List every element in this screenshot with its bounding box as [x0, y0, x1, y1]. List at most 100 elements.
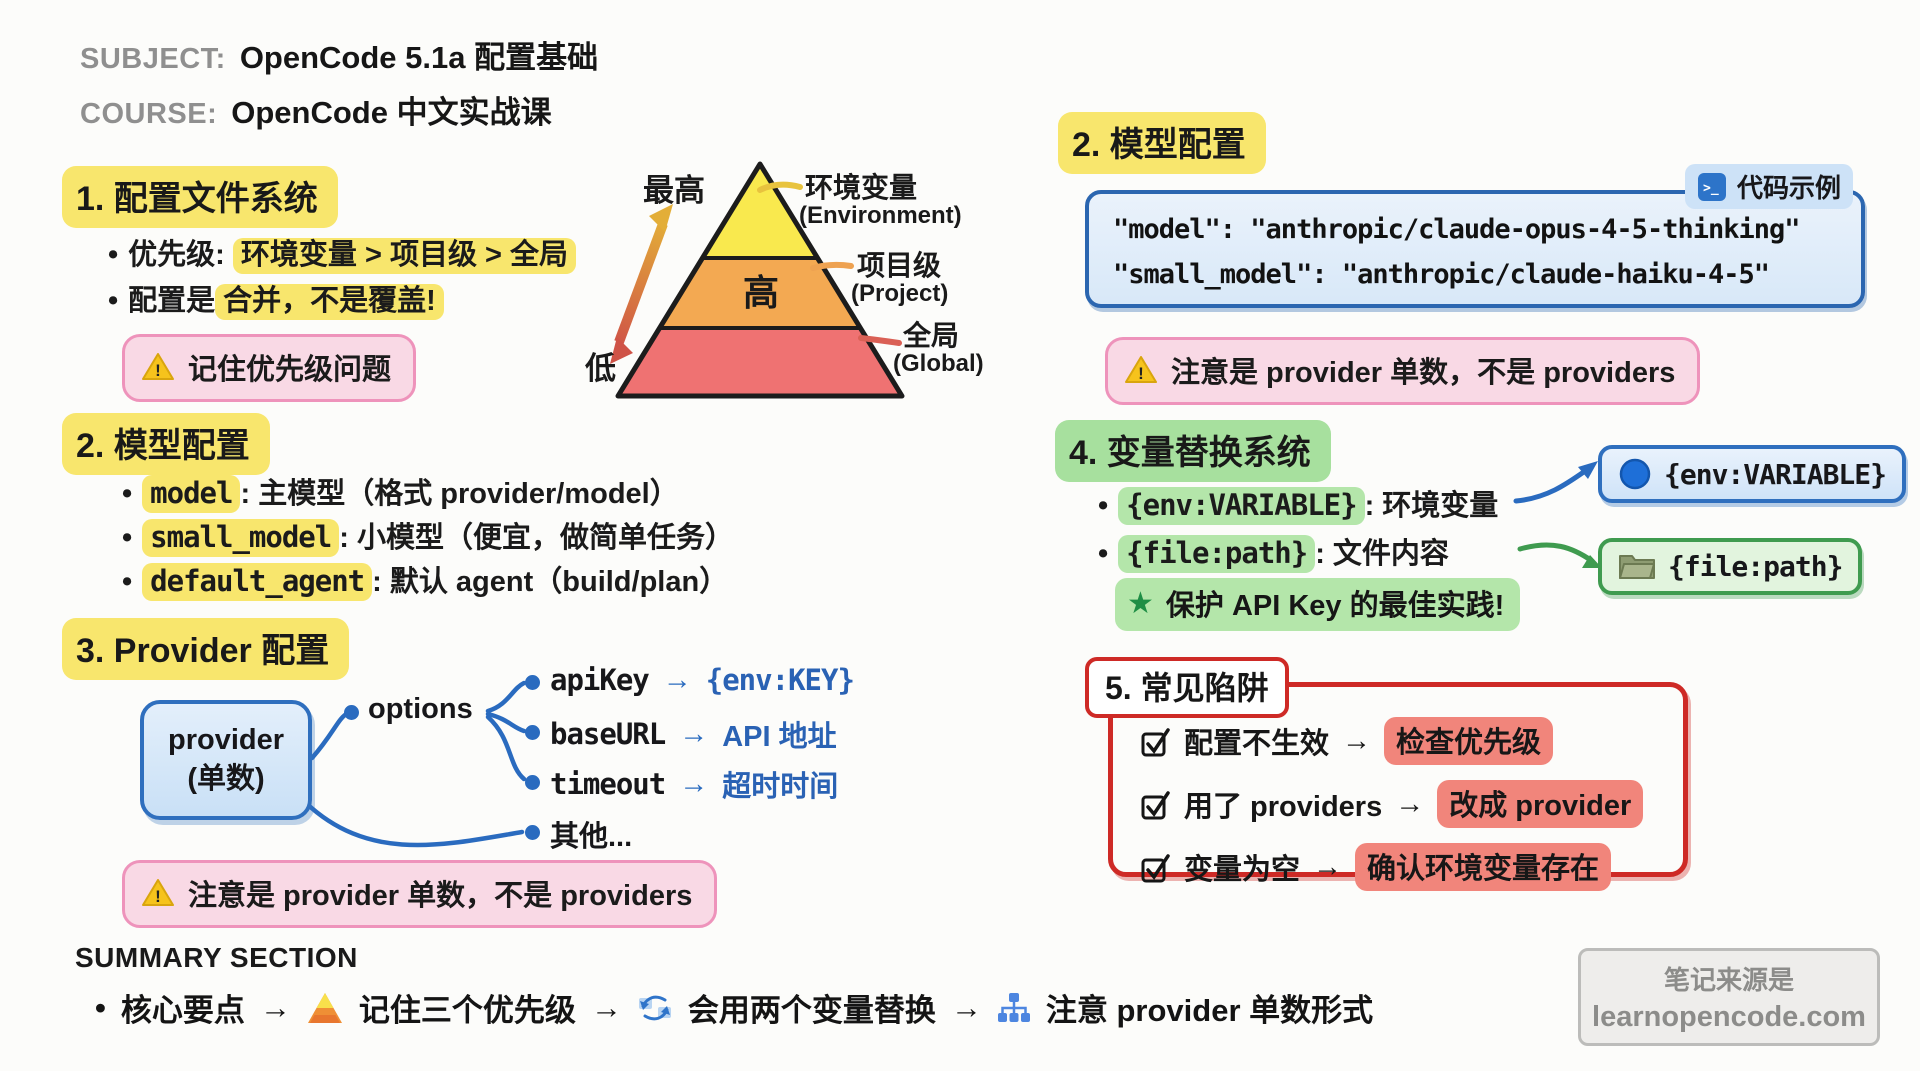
star-icon: ★ [1127, 586, 1154, 620]
section2-right-warning-text: 注意是 provider 单数，不是 providers [1171, 357, 1676, 389]
pitfall-fix: 确认环境变量存在 [1355, 843, 1612, 891]
bullet-dot: • [108, 285, 119, 317]
default-agent-item: •default_agent: 默认 agent（build/plan） [122, 558, 728, 601]
apikey-value: {env:KEY} [705, 663, 855, 697]
file-path-item: •{file:path}: 文件内容 [1098, 530, 1449, 573]
default-agent-key: default_agent [142, 563, 373, 601]
svg-text:>_: >_ [1703, 181, 1719, 196]
bullet-dot: • [108, 239, 119, 271]
env-variable-box: {env:VARIABLE} [1598, 445, 1907, 503]
source-box: 笔记来源是 learnopencode.com [1578, 948, 1880, 1046]
subject-label: SUBJECT: [80, 43, 226, 75]
org-chart-icon [997, 992, 1030, 1022]
section4-title: 4. 变量替换系统 [1055, 420, 1331, 482]
env-variable-item: • {env:VARIABLE}: 环境变量 [1098, 482, 1499, 525]
section1-bullet-priority: •优先级: 环境变量 > 项目级 > 全局 [108, 231, 576, 274]
bullet-dot: • [1098, 490, 1109, 522]
pyramid-level2-name: 项目级 [857, 250, 942, 281]
provider-map-connectors [303, 680, 527, 848]
pyramid-level3-name: 全局 [903, 320, 960, 351]
timeout-label: timeout [550, 767, 666, 801]
course-label: COURSE: [80, 98, 218, 130]
env-curve-arrow-icon [1513, 461, 1598, 504]
pitfalls-section: 5. 常见陷阱 配置不生效 → 检查优先级 用了 providers → 改成 … [1085, 657, 1688, 891]
checkbox-icon [1141, 728, 1170, 757]
file-path-key: {file:path} [1118, 535, 1316, 573]
model-item: • model: 主模型（格式 provider/model） [122, 470, 679, 513]
pitfall-row-priority: 配置不生效 → 检查优先级 [1141, 717, 1665, 765]
section3-warning-text: 注意是 provider 单数，不是 providers [188, 880, 693, 912]
source-line1: 笔记来源是 [1663, 965, 1794, 995]
blue-circle-icon [1619, 458, 1651, 490]
summary-lead: 核心要点 [120, 993, 245, 1028]
code-badge-label: 代码示例 [1736, 173, 1841, 203]
svg-text:!: ! [155, 887, 161, 906]
pitfall-issue: 配置不生效 [1184, 728, 1330, 760]
section1-warning: ! 记住优先级问题 [122, 334, 417, 402]
env-variable-desc: : 环境变量 [1364, 490, 1499, 522]
bullet-dot: • [1098, 538, 1109, 570]
code-line-small-model: "small_model": "anthropic/claude-haiku-4… [1113, 258, 1770, 290]
provider-node: provider (单数) [140, 700, 312, 820]
summary-step1: 记住三个优先级 [358, 993, 576, 1028]
section1-bullet-merge: •配置是合并，不是覆盖! [108, 277, 444, 320]
source-line2: learnopencode.com [1592, 1001, 1866, 1033]
env-box-label: {env:VARIABLE} [1664, 457, 1887, 491]
env-variable-key: {env:VARIABLE} [1118, 487, 1365, 525]
pitfall-issue: 变量为空 [1184, 854, 1301, 886]
provider-node-line2: (单数) [187, 763, 265, 795]
pyramid-mid-text: 高 [743, 272, 780, 313]
summary-row: • 核心要点 → 记住三个优先级 → 会用两个变量替换 → 注意 provide… [95, 985, 1373, 1030]
arrow-icon: → [679, 717, 709, 750]
merge-highlight: 合并，不是覆盖! [215, 284, 444, 320]
arrow-icon: → [1313, 850, 1343, 883]
section2-right-warning: ! 注意是 provider 单数，不是 providers [1105, 337, 1701, 405]
model-key: model [142, 475, 241, 513]
pitfall-fix: 改成 provider [1437, 780, 1644, 828]
course-value: OpenCode 中文实战课 [231, 95, 552, 130]
options-dot [344, 705, 359, 720]
section2-right-title: 2. 模型配置 [1058, 112, 1266, 174]
subject-row: SUBJECT: OpenCode 5.1a 配置基础 [80, 32, 598, 77]
model-desc: 主模型（格式 provider/model） [258, 478, 679, 510]
pitfall-row-empty-var: 变量为空 → 确认环境变量存在 [1141, 843, 1665, 891]
apikey-label: apiKey [550, 663, 650, 697]
arrow-icon: → [679, 767, 709, 800]
bullet-dot: • [122, 566, 133, 598]
checkbox-icon [1141, 854, 1170, 883]
arrow-icon: → [1342, 724, 1372, 757]
baseurl-label: baseURL [550, 717, 666, 751]
warning-icon: ! [1125, 356, 1157, 383]
section2-left-title: 2. 模型配置 [62, 413, 270, 475]
other-dot [525, 825, 540, 840]
summary-step2: 会用两个变量替换 [687, 993, 936, 1028]
pyramid-level2-en: (Project) [851, 280, 949, 307]
baseurl-row: baseURL → API 地址 [550, 713, 837, 755]
timeout-dot [525, 775, 540, 790]
other-label: 其他... [550, 821, 633, 853]
pitfall-issue: 用了 providers [1184, 791, 1383, 823]
provider-node-line1: provider [167, 723, 285, 756]
summary-step3: 注意 provider 单数形式 [1045, 993, 1374, 1028]
section3-title: 3. Provider 配置 [62, 618, 350, 680]
section1-title: 1. 配置文件系统 [62, 166, 338, 228]
priority-prefix: 优先级: [128, 239, 225, 271]
api-key-tip: ★ 保护 API Key 的最佳实践! [1115, 578, 1521, 631]
code-example-badge: >_ 代码示例 [1684, 164, 1853, 209]
timeout-value: 超时时间 [722, 771, 839, 803]
bullet-dot: • [95, 989, 106, 1025]
small-model-sep: : [339, 522, 357, 554]
small-model-desc: 小模型（便宜，做简单任务） [356, 522, 734, 554]
model-sep: : [240, 478, 259, 510]
pyramid-connectors [757, 181, 902, 346]
svg-text:!: ! [1138, 364, 1144, 383]
arrow-icon: → [259, 989, 291, 1025]
file-box-label: {file:path} [1668, 550, 1843, 583]
bullet-dot: • [122, 478, 133, 510]
apikey-row: apiKey → {env:KEY} [550, 663, 855, 697]
baseurl-value: API 地址 [722, 721, 837, 753]
checkbox-icon [1141, 791, 1170, 820]
header: SUBJECT: OpenCode 5.1a 配置基础 COURSE: Open… [80, 32, 598, 132]
pyramid-icon [307, 992, 342, 1023]
